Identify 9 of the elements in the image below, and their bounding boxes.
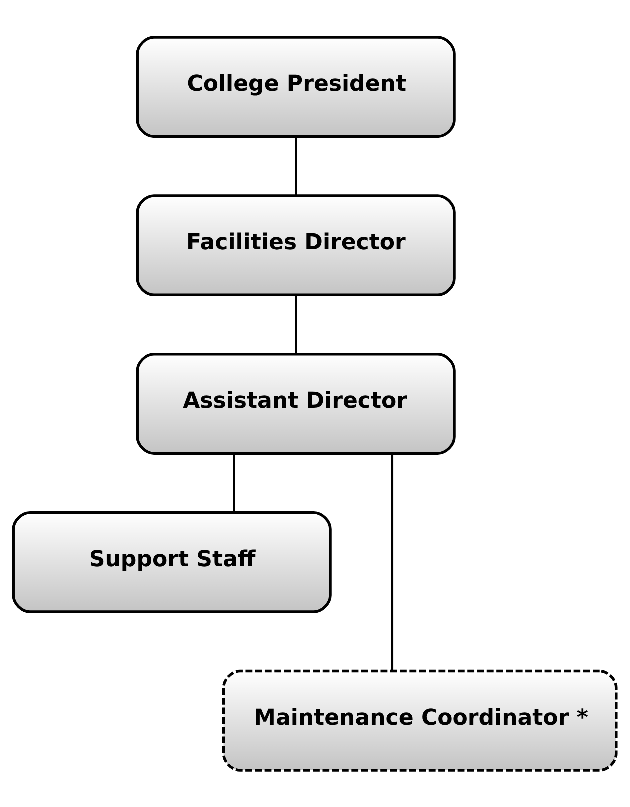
connector: [391, 453, 394, 670]
connector: [295, 294, 298, 354]
node-box: Support Staff: [12, 510, 332, 613]
node-box: Facilities Director: [136, 194, 456, 296]
connector: [295, 136, 298, 195]
node-box: Assistant Director: [136, 352, 456, 454]
node-box: Maintenance Coordinator *: [222, 669, 618, 772]
node-box: College President: [136, 36, 456, 138]
connector: [233, 453, 236, 512]
